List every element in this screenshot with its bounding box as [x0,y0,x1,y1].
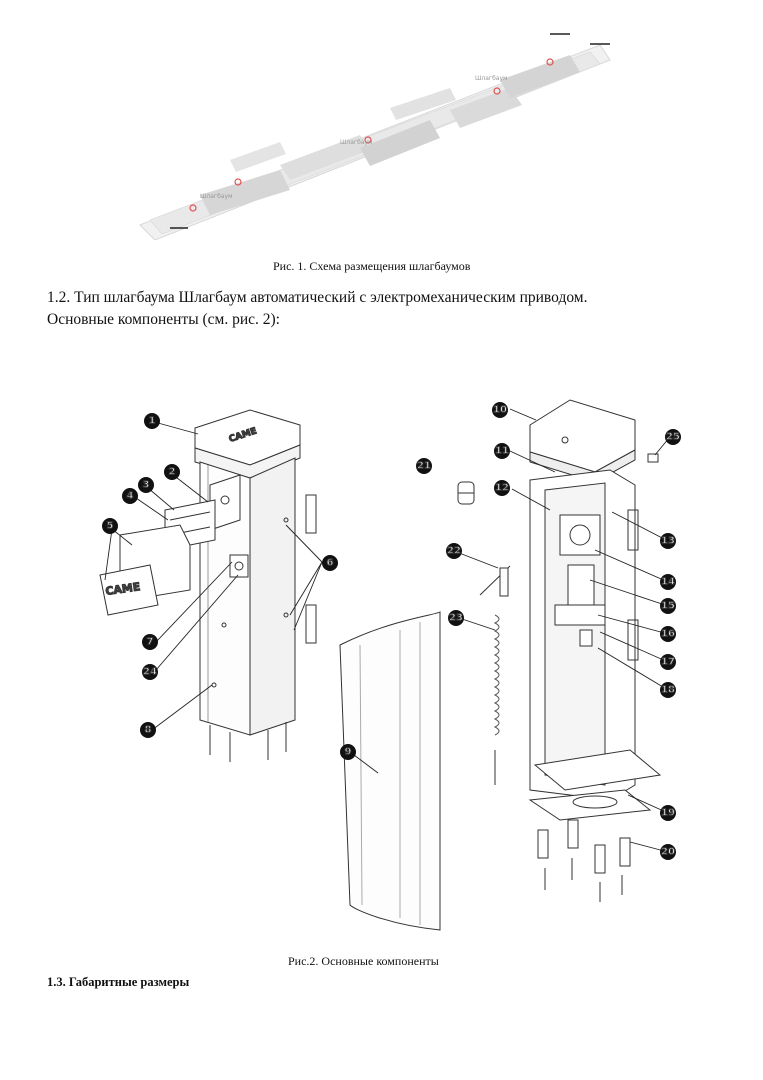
callout-3: 3 [138,477,154,493]
part-21 [457,481,475,505]
figure-2-caption: Рис.2. Основные компоненты [288,954,439,968]
callout-17: 17 [660,654,676,670]
plan-label: Шлагбаум [475,75,508,82]
callout-15: 15 [660,598,676,614]
svg-text:3: 3 [143,480,150,491]
plan-label: Шлагбаум [340,139,373,146]
svg-text:16: 16 [661,629,675,640]
components-drawing: CAME CAME [99,399,681,931]
svg-text:21: 21 [417,461,431,472]
svg-text:4: 4 [127,491,134,502]
spring-assembly [479,565,511,785]
svg-text:1: 1 [149,416,156,427]
svg-text:9: 9 [345,747,352,758]
svg-text:7: 7 [147,637,154,648]
svg-text:18: 18 [661,685,675,696]
svg-text:13: 13 [661,536,675,547]
callout-20: 20 [660,844,676,860]
svg-text:5: 5 [107,521,114,532]
svg-text:12: 12 [495,483,509,494]
callout-18: 18 [660,682,676,698]
callout-8: 8 [140,722,156,738]
svg-text:11: 11 [495,446,509,457]
leader-lines [104,408,670,853]
callouts: 1 2 3 4 5 6 7 8 9 10 11 12 13 14 15 16 1… [102,402,681,860]
callout-6: 6 [322,555,338,571]
callout-19: 19 [660,805,676,821]
callout-12: 12 [494,480,510,496]
cabinet-left: CAME CAME [99,409,317,762]
cabinet-right [528,399,662,902]
callout-13: 13 [660,533,676,549]
svg-text:24: 24 [143,667,157,678]
callout-10: 10 [492,402,508,418]
callout-22: 22 [446,543,462,559]
svg-text:6: 6 [327,558,334,569]
lamp-logo: CAME [105,580,142,598]
callout-14: 14 [660,574,676,590]
callout-9: 9 [340,744,356,760]
figure-1-caption: Рис. 1. Схема размещения шлагбаумов [273,259,471,273]
callout-4: 4 [122,488,138,504]
plan-label: Шлагбаум [200,193,233,200]
svg-text:19: 19 [661,808,675,819]
svg-text:14: 14 [661,577,675,588]
section-1-3-heading: 1.3. Габаритные размеры [47,975,190,989]
svg-text:10: 10 [493,405,507,416]
figure-1-site-plan: Шлагбаум Шлагбаум Шлагбаум [130,20,620,241]
callout-16: 16 [660,626,676,642]
site-plan-drawing: Шлагбаум Шлагбаум Шлагбаум [139,33,611,241]
svg-text:2: 2 [169,467,176,478]
callout-21: 21 [416,458,432,474]
callout-25: 25 [665,429,681,445]
svg-text:8: 8 [145,725,152,736]
section-1-2-line2: Основные компоненты (см. рис. 2): [47,311,280,328]
svg-text:22: 22 [447,546,461,557]
callout-23: 23 [448,610,464,626]
callout-2: 2 [164,464,180,480]
callout-1: 1 [144,413,160,429]
svg-text:15: 15 [661,601,675,612]
section-1-2-line1: 1.2. Тип шлагбаума Шлагбаум автоматическ… [47,289,588,306]
figure-2-components: CAME CAME [90,390,690,940]
svg-text:20: 20 [661,847,675,858]
callout-5: 5 [102,518,118,534]
callout-24: 24 [142,664,158,680]
callout-7: 7 [142,634,158,650]
svg-text:17: 17 [661,657,675,668]
door-panel [339,611,441,931]
callout-11: 11 [494,443,510,459]
svg-text:23: 23 [449,613,463,624]
svg-text:25: 25 [666,432,680,443]
